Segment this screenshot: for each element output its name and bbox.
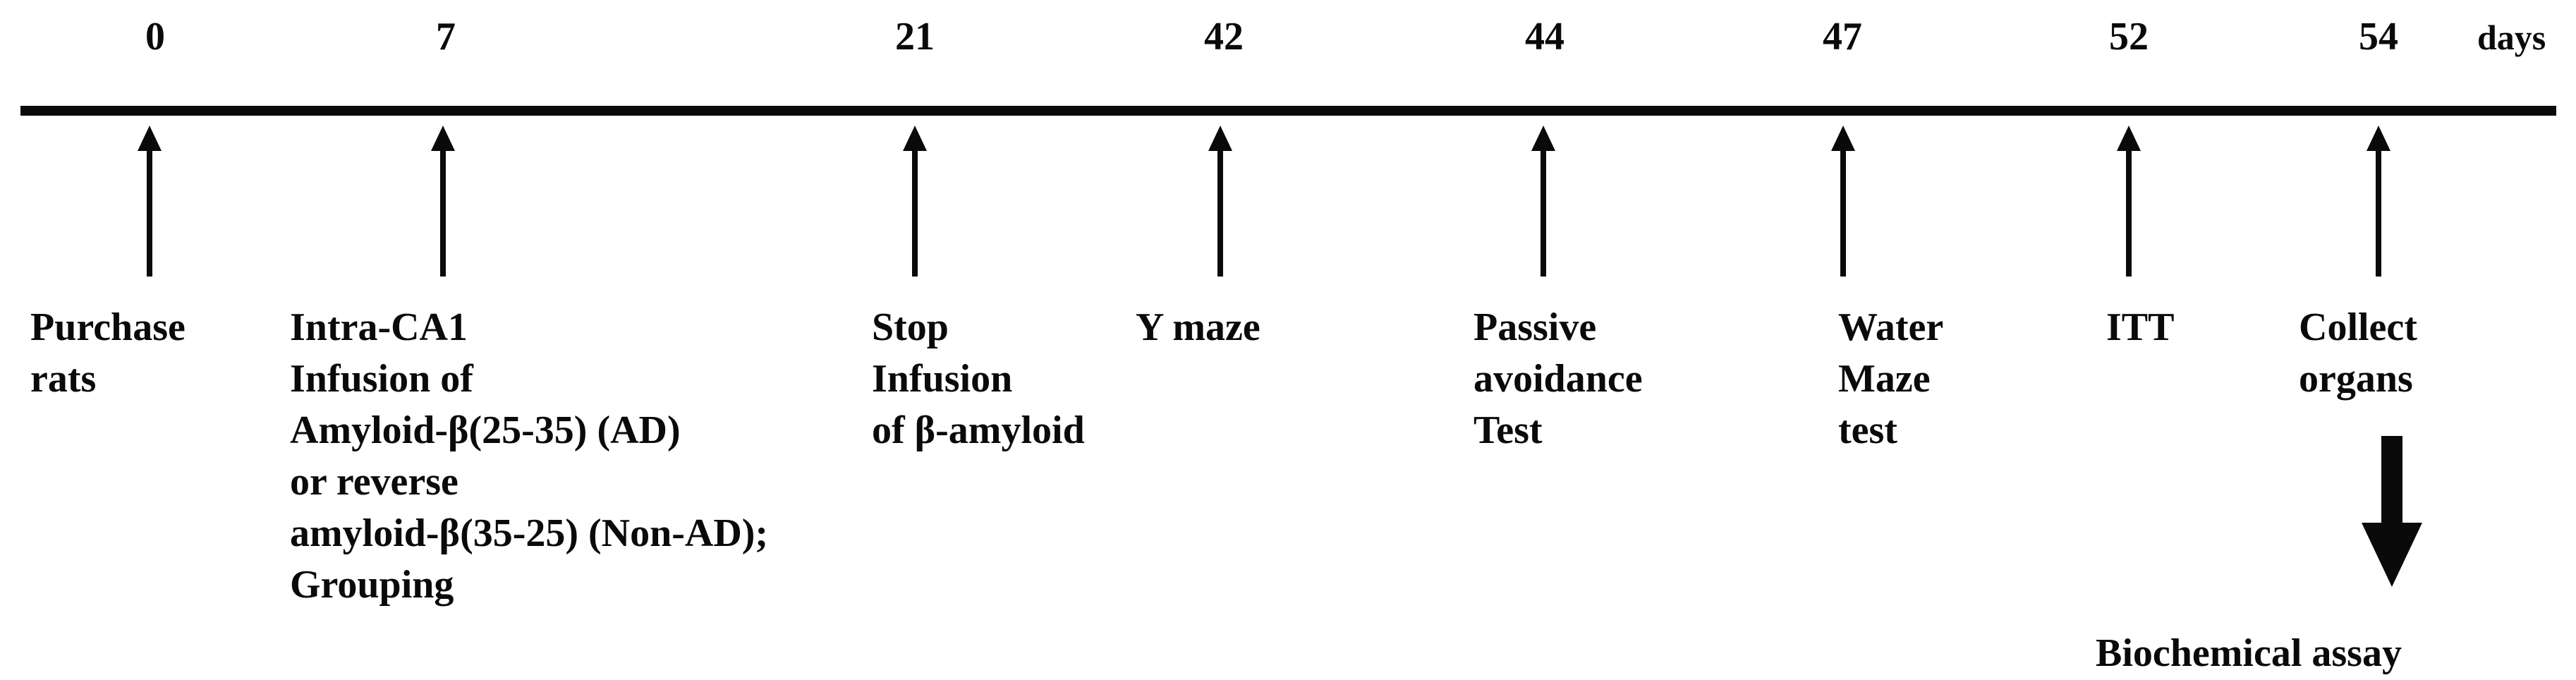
event-label-day21: Stop Infusion of β-amyloid [872, 302, 1085, 456]
label-line: Stop [872, 305, 949, 349]
label-line: rats [30, 357, 97, 401]
up-arrow-icon [2117, 126, 2141, 277]
label-line: Collect [2299, 305, 2417, 349]
label-line: of β-amyloid [872, 408, 1085, 452]
label-line: organs [2299, 357, 2413, 401]
timeline-axis [20, 106, 2556, 116]
up-arrow-icon [431, 126, 455, 277]
label-line: Infusion of [290, 357, 473, 401]
label-line: Purchase [30, 305, 186, 349]
event-label-day47: Water Maze test [1838, 302, 1943, 456]
up-arrow-icon [903, 126, 927, 277]
label-line: Amyloid-β(25-35) (AD) [290, 408, 681, 452]
label-line: Test [1474, 408, 1543, 452]
up-arrow-icon [1531, 126, 1555, 277]
label-line: Maze [1838, 357, 1931, 401]
outcome-label: Biochemical assay [2096, 631, 2402, 675]
label-line: amyloid-β(35-25) (Non-AD); [290, 511, 769, 555]
event-label-day7: Intra-CA1 Infusion of Amyloid-β(25-35) (… [290, 302, 768, 611]
up-arrow-icon [1208, 126, 1232, 277]
label-line: ITT [2106, 305, 2175, 349]
axis-unit-label: days [2477, 18, 2546, 57]
up-arrow-icon [1831, 126, 1855, 277]
day-number-54: 54 [2359, 15, 2398, 59]
label-line: Infusion [872, 357, 1013, 401]
event-label-day42: Y maze [1136, 302, 1260, 353]
day-number-0: 0 [145, 15, 165, 59]
label-line: or reverse [290, 460, 458, 504]
label-line: Water [1838, 305, 1944, 349]
day-number-52: 52 [2109, 15, 2149, 59]
up-arrow-icon [138, 126, 162, 277]
label-line: Intra-CA1 [290, 305, 468, 349]
event-label-day52: ITT [2106, 302, 2175, 353]
day-number-44: 44 [1525, 15, 1565, 59]
day-number-21: 21 [895, 15, 935, 59]
event-label-day0: Purchase rats [30, 302, 186, 405]
day-number-47: 47 [1823, 15, 1862, 59]
event-label-day44: Passive avoidance Test [1474, 302, 1643, 456]
day-number-42: 42 [1204, 15, 1244, 59]
up-arrow-icon [2367, 126, 2390, 277]
event-label-day54: Collect organs [2299, 302, 2417, 405]
day-number-7: 7 [436, 15, 456, 59]
label-line: Grouping [290, 563, 454, 607]
label-line: avoidance [1474, 357, 1643, 401]
label-line: Passive [1474, 305, 1597, 349]
label-line: test [1838, 408, 1897, 452]
label-line: Y maze [1136, 305, 1260, 349]
down-arrow-icon [2362, 436, 2422, 587]
